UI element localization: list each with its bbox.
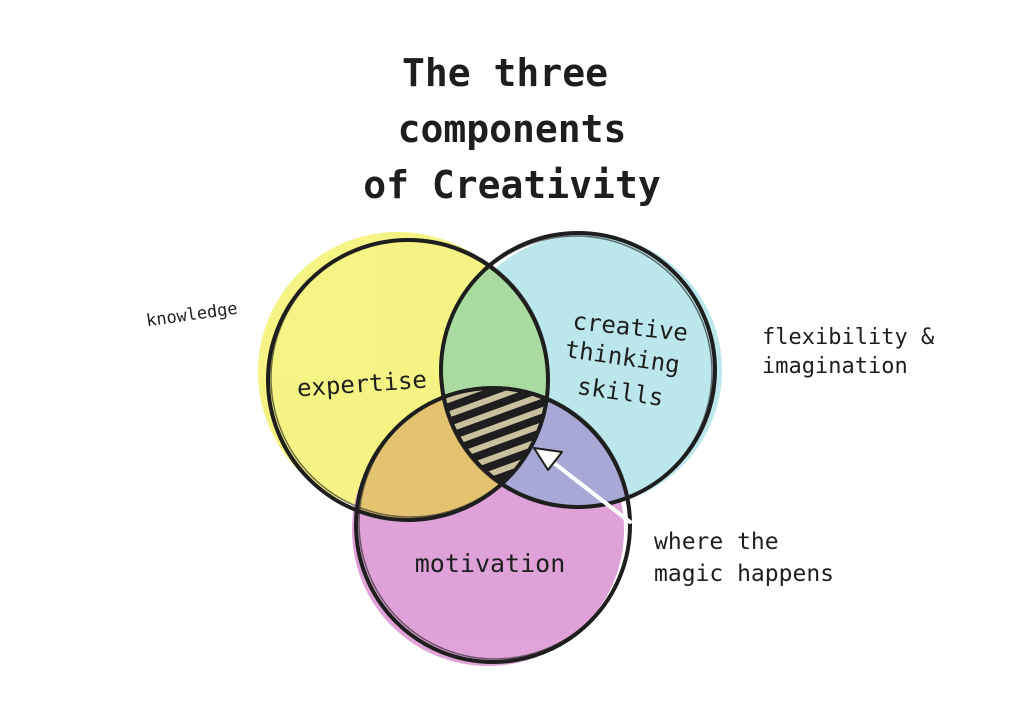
overlap-creative-motivation xyxy=(441,388,630,507)
magic-line-2: magic happens xyxy=(654,561,834,587)
overlap-expertise-motivation xyxy=(356,388,548,520)
title-line-1: The three xyxy=(402,51,608,95)
motivation-label: motivation xyxy=(415,549,566,578)
expertise-circle-outline-2 xyxy=(270,238,550,518)
creative-thinking-circle-outline-2 xyxy=(439,235,713,509)
arrow-shaft xyxy=(543,454,632,524)
expertise-circle-outline xyxy=(266,238,550,522)
magic-line-1: where the xyxy=(654,529,779,555)
flexibility-line-2: imagination xyxy=(762,354,908,379)
title-line-2: components xyxy=(398,107,627,151)
title-line-3: of Creativity xyxy=(363,163,660,207)
magic-arrow xyxy=(533,447,632,524)
creative-thinking-circle-outline xyxy=(439,231,717,509)
motivation-circle-outline xyxy=(354,386,632,664)
arrow-head xyxy=(533,447,563,471)
flexibility-line-1: flexibility & xyxy=(762,325,935,350)
knowledge-annotation: knowledge xyxy=(145,299,239,332)
